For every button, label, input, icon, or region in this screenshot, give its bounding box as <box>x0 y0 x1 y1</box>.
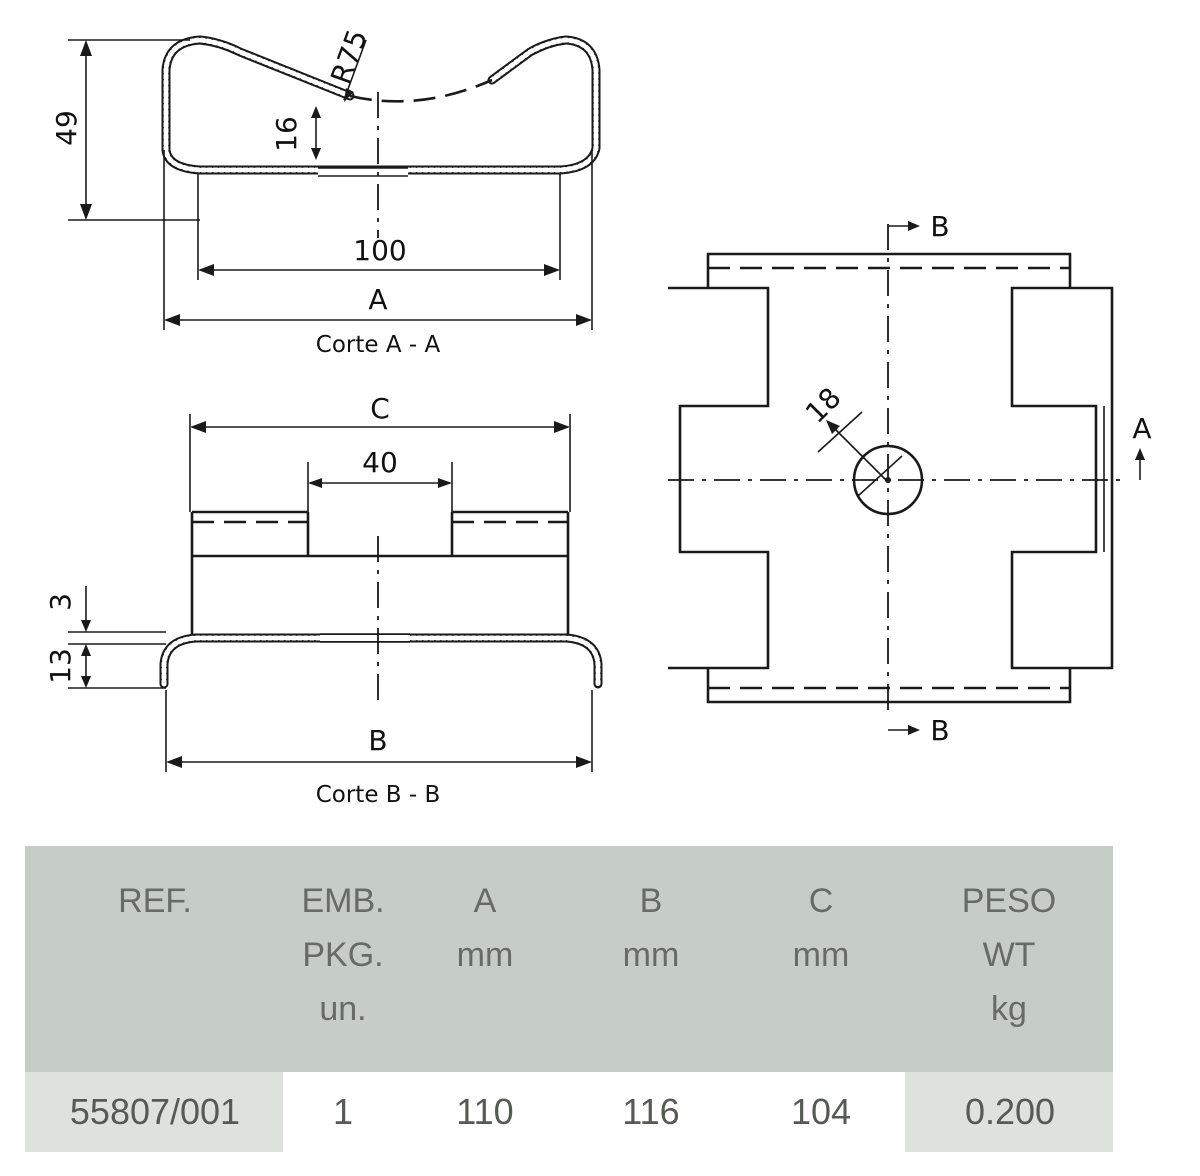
header-ref: REF. <box>118 882 192 920</box>
plan-view: 18 B B A <box>668 210 1152 747</box>
dim-3: 3 <box>44 593 77 611</box>
dim-100: 100 <box>353 234 406 267</box>
dim-b-label: B <box>368 724 387 757</box>
cell-pkg: 1 <box>332 1091 354 1132</box>
section-bb: C 40 3 13 B Corte B - B <box>44 392 603 808</box>
dim-hole-18: 18 <box>799 381 848 430</box>
cell-weight: 0.200 <box>964 1091 1056 1132</box>
header-a: A mm <box>456 882 514 974</box>
header-b: B mm <box>622 882 680 974</box>
dim-13: 13 <box>44 648 77 684</box>
cut-b-top: B <box>930 210 949 243</box>
cell-b: 116 <box>622 1091 680 1132</box>
dim-r75: R75 <box>324 25 374 88</box>
cell-a: 110 <box>456 1091 514 1132</box>
header-c: C mm <box>792 882 850 974</box>
table-header: REF. EMB. PKG. un. A mm B mm C mm PESO W… <box>25 846 1113 1072</box>
cell-ref: 55807/001 <box>69 1091 241 1132</box>
dim-a-label: A <box>368 283 387 316</box>
dim-16: 16 <box>270 116 303 152</box>
dim-49: 49 <box>50 110 83 146</box>
section-aa: 49 16 R75 100 A Corte A - A <box>50 25 601 358</box>
section-aa-caption: Corte A - A <box>316 332 441 358</box>
dim-c-label: C <box>370 392 390 425</box>
dim-40: 40 <box>362 446 398 479</box>
section-bb-caption: Corte B - B <box>316 782 441 808</box>
cut-b-bottom: B <box>930 714 949 747</box>
spec-table: REF. EMB. PKG. un. A mm B mm C mm PESO W… <box>25 846 1113 1152</box>
cell-c: 104 <box>790 1091 852 1132</box>
header-weight: PESO WT kg <box>961 882 1057 1028</box>
table-row: 55807/001 1 110 116 104 0.200 <box>25 1072 1113 1152</box>
technical-drawing: 49 16 R75 100 A Corte A - A <box>44 25 1152 808</box>
cut-a: A <box>1132 412 1151 445</box>
header-pkg: EMB. PKG. un. <box>301 882 385 1028</box>
